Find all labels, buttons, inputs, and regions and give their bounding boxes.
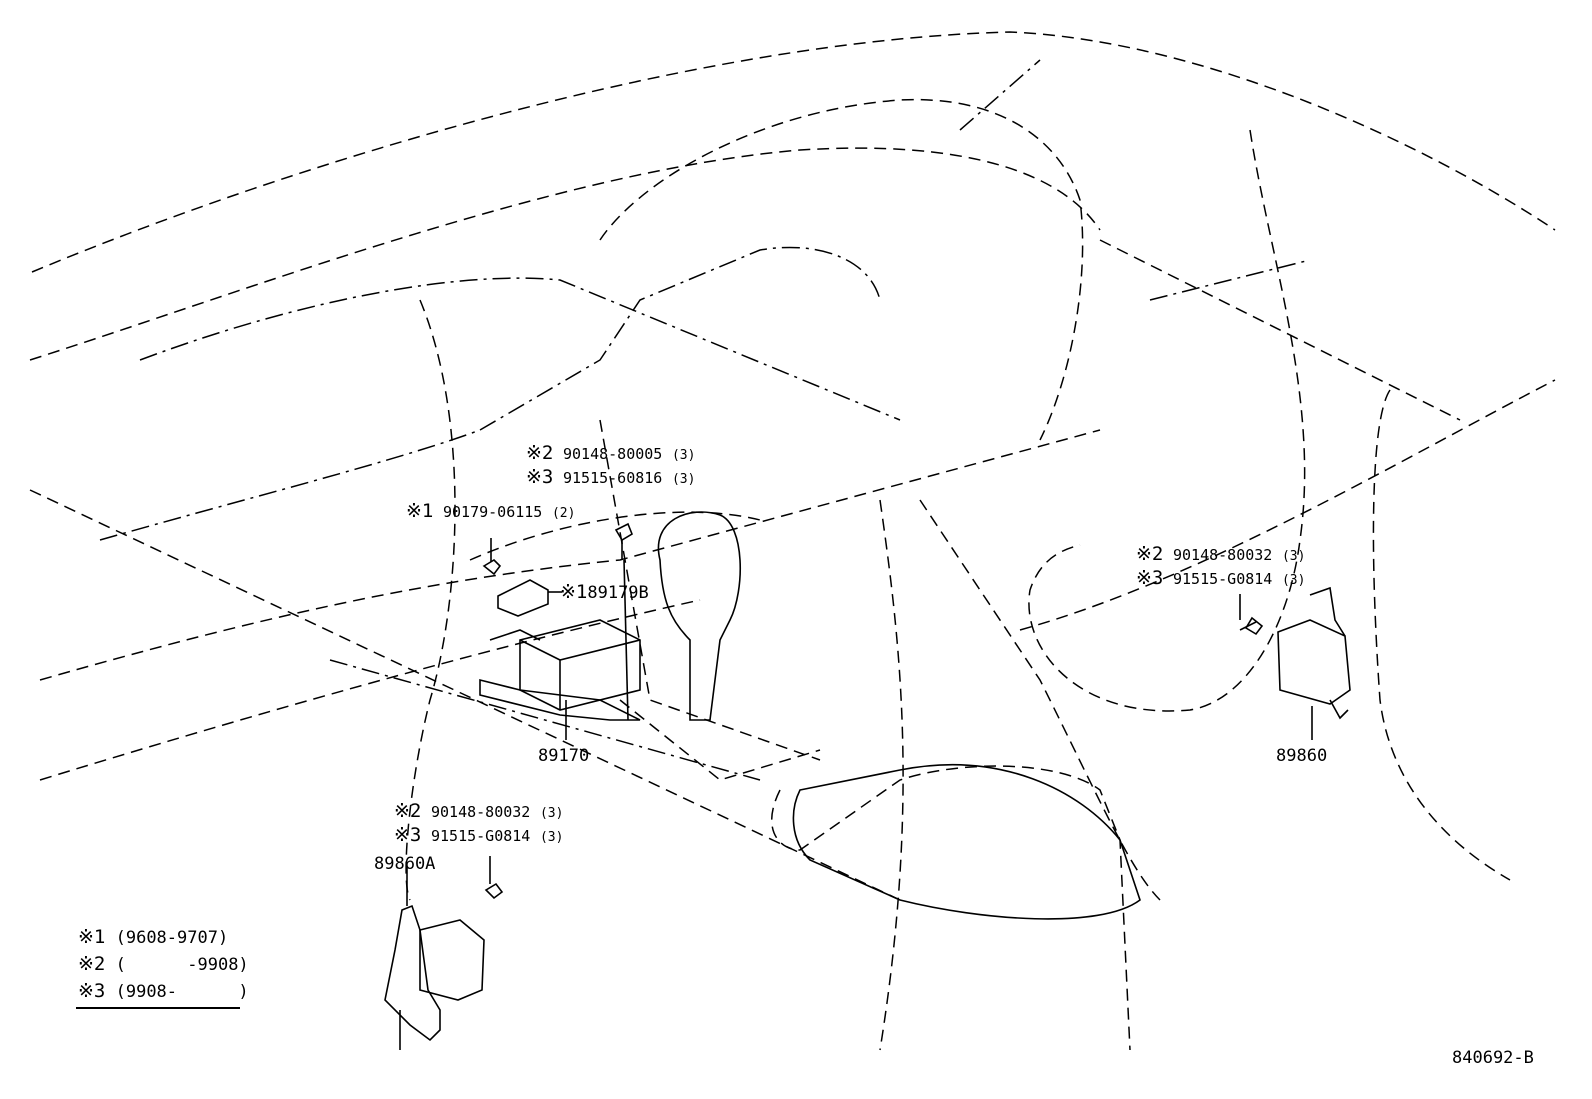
- legend-row-3: ※3 (9908- ): [78, 982, 249, 1001]
- marker: ※1: [560, 581, 588, 603]
- quantity: (3): [1281, 549, 1306, 564]
- part-number: 90148-80032: [1173, 546, 1273, 564]
- quantity: (3): [671, 448, 696, 463]
- marker: ※2: [526, 442, 554, 464]
- part-number: 89179B: [587, 583, 649, 603]
- part-number: 90148-80032: [431, 803, 531, 821]
- range: (9908- ): [115, 982, 249, 1002]
- marker: ※1: [78, 926, 106, 948]
- marker: ※3: [1136, 567, 1164, 589]
- part-number: 91515-G0814: [1173, 570, 1273, 588]
- dashboard-outline: [99, 59, 1311, 781]
- quantity: (2): [551, 506, 576, 521]
- marker: ※2: [394, 800, 422, 822]
- right-sensor-label: 89860: [1276, 746, 1328, 766]
- quantity: (3): [539, 830, 564, 845]
- quantity: (3): [539, 806, 564, 821]
- marker: ※3: [526, 466, 554, 488]
- left-bolt-a-label: ※2 90148-80032 (3): [394, 802, 563, 821]
- part-number: 91515-G0814: [431, 827, 531, 845]
- marker: ※2: [1136, 543, 1164, 565]
- vehicle-outline: [29, 31, 1556, 1051]
- diagram-code: 840692-B: [1452, 1048, 1534, 1068]
- part-number: 90179-06115: [443, 503, 543, 521]
- right-bolt-b-label: ※3 91515-G0814 (3): [1136, 569, 1305, 588]
- marker: ※2: [78, 953, 106, 975]
- range: (9608-9707): [115, 928, 229, 948]
- center-nut-label: ※1 90179-06115 (2): [406, 502, 575, 521]
- main-unit-label: 89170: [538, 746, 590, 766]
- quantity: (3): [1281, 573, 1306, 588]
- range: ( -9908): [115, 955, 249, 975]
- marker: ※3: [394, 824, 422, 846]
- quantity: (3): [671, 472, 696, 487]
- connector-label: ※189179B: [560, 583, 649, 602]
- part-number: 91515-60816: [563, 469, 663, 487]
- marker: ※1: [406, 500, 434, 522]
- center-bolt-a-label: ※2 90148-80005 (3): [526, 444, 695, 463]
- right-bolt-a-label: ※2 90148-80032 (3): [1136, 545, 1305, 564]
- left-sensor-label: 89860A: [374, 854, 436, 874]
- legend-row-1: ※1 (9608-9707): [78, 928, 228, 947]
- legend-row-2: ※2 ( -9908): [78, 955, 249, 974]
- center-bolt-b-label: ※3 91515-60816 (3): [526, 468, 695, 487]
- part-number: 90148-80005: [563, 445, 663, 463]
- component-drawings: [384, 511, 1351, 1050]
- marker: ※3: [78, 980, 106, 1002]
- left-bolt-b-label: ※3 91515-G0814 (3): [394, 826, 563, 845]
